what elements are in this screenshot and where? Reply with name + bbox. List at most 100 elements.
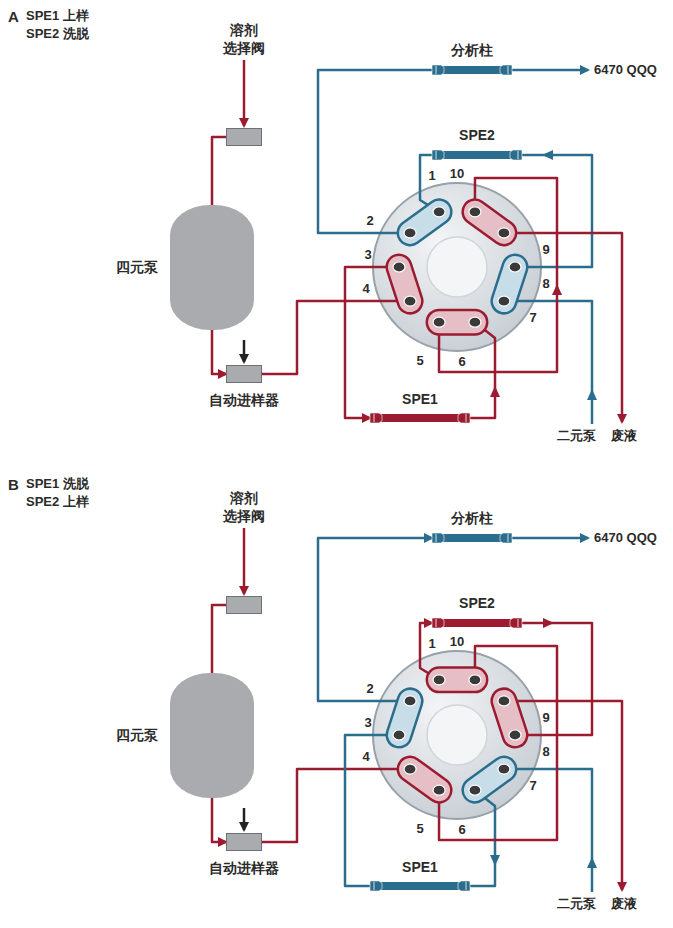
spe-column-shape (370, 411, 470, 425)
tubing (243, 808, 246, 830)
port-number: 2 (366, 213, 373, 229)
valve-hub (427, 705, 487, 765)
tubing (243, 340, 246, 362)
valve-hub (427, 237, 487, 297)
valve-port (404, 696, 416, 706)
waste-label: 废液 (611, 896, 637, 912)
panel-letter: A (8, 8, 19, 26)
valve-port (404, 764, 416, 774)
valve-port (469, 207, 481, 217)
tubing (504, 233, 622, 422)
port-number: 8 (542, 744, 549, 760)
quaternary-pump-shape (170, 673, 254, 798)
tubing-connector (212, 798, 226, 842)
port-number: 1 (428, 168, 435, 184)
panel-caption: SPE1 洗脱 (26, 476, 89, 492)
autosampler-shape (226, 365, 262, 383)
panel-letter: B (8, 476, 19, 494)
spe-column: SPE2 (432, 148, 522, 162)
node-label: SPE1 (402, 391, 438, 409)
node-label: SPE2 (459, 595, 495, 613)
tubing (512, 537, 588, 540)
valve-port (433, 785, 445, 795)
flow-arrow (542, 150, 553, 160)
node-label: 溶剂 选择阀 (216, 22, 272, 57)
spe-column: SPE2 (432, 616, 522, 630)
spe-column-shape (432, 616, 522, 630)
tubing (515, 623, 592, 735)
tubing (504, 701, 622, 890)
panel-caption: SPE1 上样 (26, 8, 89, 24)
spe-column-shape (432, 148, 522, 162)
port-number: 4 (362, 749, 369, 765)
node-label: 自动进样器 (209, 860, 279, 878)
port-number: 8 (542, 276, 549, 292)
tubing-connector (212, 605, 226, 673)
flow-arrow (543, 618, 554, 628)
port-number: 5 (416, 821, 423, 837)
tubing-connector (212, 137, 226, 205)
tubing (243, 60, 246, 126)
valve-port (469, 675, 481, 685)
valve-port (393, 262, 405, 272)
flow-arrow (490, 386, 500, 397)
valve-port (404, 228, 416, 238)
tubing (512, 69, 588, 72)
node-label: 分析柱 (451, 510, 493, 528)
port-number: 7 (529, 778, 536, 794)
tubing (243, 528, 246, 594)
tubing (470, 322, 495, 418)
tubing (504, 769, 592, 892)
port-number: 1 (428, 636, 435, 652)
tubing (515, 155, 592, 267)
valve-port (498, 228, 510, 238)
detector-label: 6470 QQQ (594, 62, 657, 78)
tubing-connector (318, 70, 439, 233)
tubing-connector (318, 538, 432, 886)
pump-label: 二元泵 (557, 896, 596, 912)
detector-label: 6470 QQQ (594, 530, 657, 546)
waste-label: 废液 (611, 428, 637, 444)
analytical-column-shape (432, 63, 512, 77)
flow-arrow (490, 855, 500, 866)
solvent-selection-valve: 溶剂 选择阀 (226, 128, 262, 146)
valve-port (498, 296, 510, 306)
valve-port (498, 764, 510, 774)
valve-port (433, 317, 445, 327)
analytical-column-shape (432, 531, 512, 545)
analytical-column: 分析柱 (432, 531, 512, 545)
valve-port (393, 730, 405, 740)
tubing-connector (262, 623, 557, 842)
port-number: 3 (364, 247, 371, 263)
valve-port (433, 675, 445, 685)
solvent-selection-valve-shape (226, 128, 262, 146)
flow-arrow (552, 284, 562, 295)
quaternary-pump: 四元泵 (170, 205, 254, 330)
valve-port (509, 730, 521, 740)
panel-caption: SPE2 上样 (26, 494, 89, 510)
tubing (439, 178, 557, 372)
port-number: 2 (366, 681, 373, 697)
port-number: 9 (542, 242, 549, 258)
quaternary-pump-shape (170, 205, 254, 330)
autosampler-shape (226, 833, 262, 851)
analytical-column: 分析柱 (432, 63, 512, 77)
flow-arrow (587, 857, 597, 868)
port-number: 4 (362, 281, 369, 297)
port-number: 9 (542, 710, 549, 726)
port-number: 10 (450, 166, 464, 182)
valve-port (469, 317, 481, 327)
node-label: 溶剂 选择阀 (216, 490, 272, 525)
valve-port (469, 785, 481, 795)
port-number: 10 (450, 634, 464, 650)
port-number: 3 (364, 715, 371, 731)
tubing-connector (262, 267, 410, 418)
node-label: 四元泵 (116, 259, 158, 277)
valve-body (373, 183, 541, 351)
valve-port (404, 296, 416, 306)
port-number: 6 (458, 354, 465, 370)
port-number: 5 (416, 353, 423, 369)
spe-column: SPE1 (370, 411, 470, 425)
